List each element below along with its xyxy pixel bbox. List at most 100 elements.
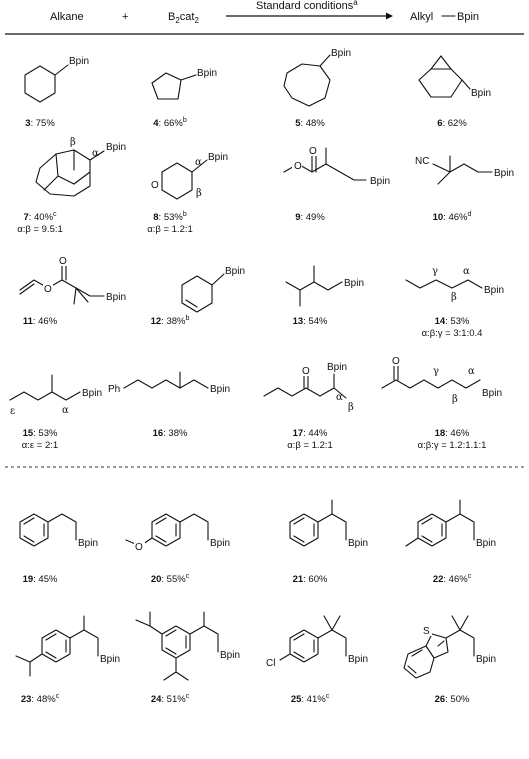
structure-25: Cl Bpin: [266, 615, 368, 669]
structure-9: O O Bpin: [283, 144, 390, 187]
structure-13: Bpin: [285, 265, 364, 307]
svg-text:S: S: [423, 626, 430, 637]
svg-text:Bpin: Bpin: [225, 266, 245, 277]
structure-15: Bpin ε α: [9, 374, 102, 417]
compound-22-caption: 22: 46%c: [433, 573, 472, 585]
header-conditions: Standard conditionsa: [256, 0, 358, 12]
svg-text:Bpin: Bpin: [348, 538, 368, 549]
structure-16: Ph Bpin: [108, 371, 230, 395]
svg-text:Bpin: Bpin: [331, 48, 351, 59]
structure-4: Bpin: [151, 68, 217, 100]
compound-10-caption: 10: 46%d: [433, 211, 472, 223]
compound-6-caption: 6: 62%: [437, 118, 467, 129]
compound-18-ratio: α:β:γ = 1.2:1.1:1: [418, 440, 487, 451]
compound-25-caption: 25: 41%c: [291, 693, 330, 705]
svg-text:Ph: Ph: [108, 384, 120, 395]
structure-14: Bpin γ α β: [405, 266, 504, 303]
caption-layer: 3: 75% 4: 66%b 5: 48% 6: 62% 7: 40%cα:β = 9.…: [17, 117, 486, 705]
svg-text:O: O: [151, 180, 159, 191]
compound-11-caption: 11: 46%: [23, 316, 58, 327]
compound-24-caption: 24: 51%c: [151, 693, 190, 705]
compound-14-ratio: α:β:γ = 3:1:0.4: [422, 328, 483, 339]
svg-text:α: α: [62, 405, 69, 416]
header-reagent: B2cat2: [168, 11, 199, 25]
svg-text:β: β: [70, 137, 76, 148]
structure-7: Bpin β α: [35, 137, 126, 197]
svg-text:Bpin: Bpin: [370, 176, 390, 187]
header-plus: +: [122, 11, 128, 23]
compound-4-caption: 4: 66%b: [153, 117, 187, 129]
compound-15-ratio: α:ε = 2:1: [22, 440, 58, 451]
structure-18: O Bpin γ α β: [381, 354, 502, 405]
structure-5: Bpin: [283, 48, 351, 107]
structure-11: O O Bpin: [19, 254, 126, 305]
reaction-header: Alkane + B2cat2 Standard conditionsa Alk…: [50, 0, 479, 25]
structure-21: Bpin: [289, 499, 368, 549]
svg-text:Bpin: Bpin: [78, 538, 98, 549]
compound-14-caption: 14: 53%: [435, 316, 470, 327]
compound-3-caption: 3: 75%: [25, 118, 55, 129]
compound-5-caption: 5: 48%: [295, 118, 325, 129]
compound-8-ratio: α:β = 1.2:1: [147, 224, 193, 235]
svg-text:Bpin: Bpin: [327, 362, 347, 373]
arrow-head-icon: [386, 12, 393, 20]
compound-13-caption: 13: 54%: [293, 316, 328, 327]
header-alkane: Alkane: [50, 11, 84, 23]
svg-text:O: O: [44, 284, 52, 295]
svg-text:Bpin: Bpin: [210, 384, 230, 395]
compound-17-caption: 17: 44%: [293, 428, 328, 439]
svg-text:γ: γ: [432, 266, 438, 277]
compound-23-caption: 23: 48%c: [21, 693, 60, 705]
structure-10: NC Bpin: [415, 155, 514, 185]
compound-16-caption: 16: 38%: [153, 428, 188, 439]
compound-7-ratio: α:β = 9.5:1: [17, 224, 63, 235]
svg-text:α: α: [468, 366, 475, 377]
svg-text:β: β: [452, 394, 458, 405]
compound-21-caption: 21: 60%: [293, 574, 328, 585]
svg-text:α: α: [336, 392, 343, 403]
svg-text:β: β: [196, 188, 202, 199]
svg-text:O: O: [309, 146, 317, 157]
structure-23: Bpin: [15, 615, 120, 677]
structure-17: O Bpin α β: [263, 362, 354, 413]
compound-8-caption: 8: 53%b: [153, 211, 187, 223]
compound-17-ratio: α:β = 1.2:1: [287, 440, 333, 451]
structure-24: Bpin: [135, 611, 240, 681]
structure-19: Bpin: [19, 513, 98, 549]
svg-text:O: O: [135, 542, 143, 553]
structure-22: Bpin: [405, 499, 496, 549]
structure-26: S Bpin: [403, 615, 496, 679]
svg-text:Bpin: Bpin: [69, 56, 89, 67]
svg-text:α: α: [195, 157, 202, 168]
compound-20-caption: 20: 55%c: [151, 573, 190, 585]
svg-text:Bpin: Bpin: [471, 88, 491, 99]
compound-19-caption: 19: 45%: [23, 574, 58, 585]
svg-text:Bpin: Bpin: [208, 152, 228, 163]
compound-7-caption: 7: 40%c: [23, 211, 57, 223]
structure-12: Bpin: [181, 266, 245, 313]
svg-text:Bpin: Bpin: [476, 538, 496, 549]
svg-text:Bpin: Bpin: [82, 388, 102, 399]
svg-text:O: O: [302, 366, 310, 377]
compound-9-caption: 9: 49%: [295, 212, 325, 223]
header-product-alkyl: Alkyl: [410, 11, 433, 23]
svg-text:α: α: [463, 266, 470, 277]
svg-text:Bpin: Bpin: [494, 168, 514, 179]
header-product-bpin: Bpin: [457, 11, 479, 23]
svg-text:Bpin: Bpin: [344, 278, 364, 289]
svg-text:ε: ε: [10, 406, 15, 417]
svg-text:O: O: [294, 161, 302, 172]
svg-text:Bpin: Bpin: [476, 654, 496, 665]
svg-text:Bpin: Bpin: [100, 654, 120, 665]
svg-text:Bpin: Bpin: [210, 538, 230, 549]
structure-6: Bpin: [418, 55, 491, 99]
compound-26-caption: 26: 50%: [435, 694, 470, 705]
svg-text:Bpin: Bpin: [484, 285, 504, 296]
structure-8: Bpin O α β: [150, 152, 228, 200]
compound-12-caption: 12: 38%b: [151, 315, 190, 327]
structure-20: O Bpin: [125, 513, 230, 553]
svg-text:NC: NC: [415, 156, 429, 167]
compound-15-caption: 15: 53%: [23, 428, 58, 439]
